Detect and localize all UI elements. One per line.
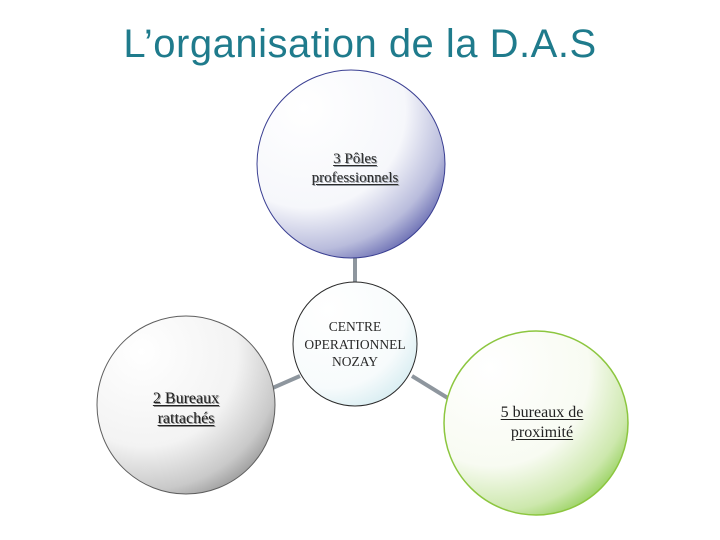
left-node-line1: 2 Bureaux: [152, 390, 220, 407]
node-top-poles: [256, 69, 446, 259]
center-node-line1: CENTRE: [328, 319, 382, 334]
node-center-operationnel: [292, 281, 418, 407]
slide-title: L’organisation de la D.A.S: [123, 22, 597, 66]
center-node-label: CENTRE OPERATIONNEL NOZAY: [285, 318, 425, 371]
left-node-line2: rattachés: [157, 410, 215, 427]
right-node-line1: 5 bureaux de: [500, 404, 584, 421]
top-node-label: 3 Pôles professionnels: [270, 150, 440, 188]
center-node-line2: OPERATIONNEL: [304, 336, 406, 352]
left-node-label: 2 Bureaux rattachés: [108, 389, 264, 429]
node-right-bureaux-proximite: [443, 330, 629, 516]
center-node-line3: NOZAY: [331, 354, 378, 370]
right-node-line2: proximité: [510, 424, 574, 441]
top-node-line2: professionnels: [311, 169, 399, 186]
top-node-line1: 3 Pôles: [333, 151, 377, 167]
node-left-bureaux-rattaches: [96, 315, 276, 495]
connector-right: [410, 374, 453, 402]
right-node-label: 5 bureaux de proximité: [462, 403, 622, 443]
